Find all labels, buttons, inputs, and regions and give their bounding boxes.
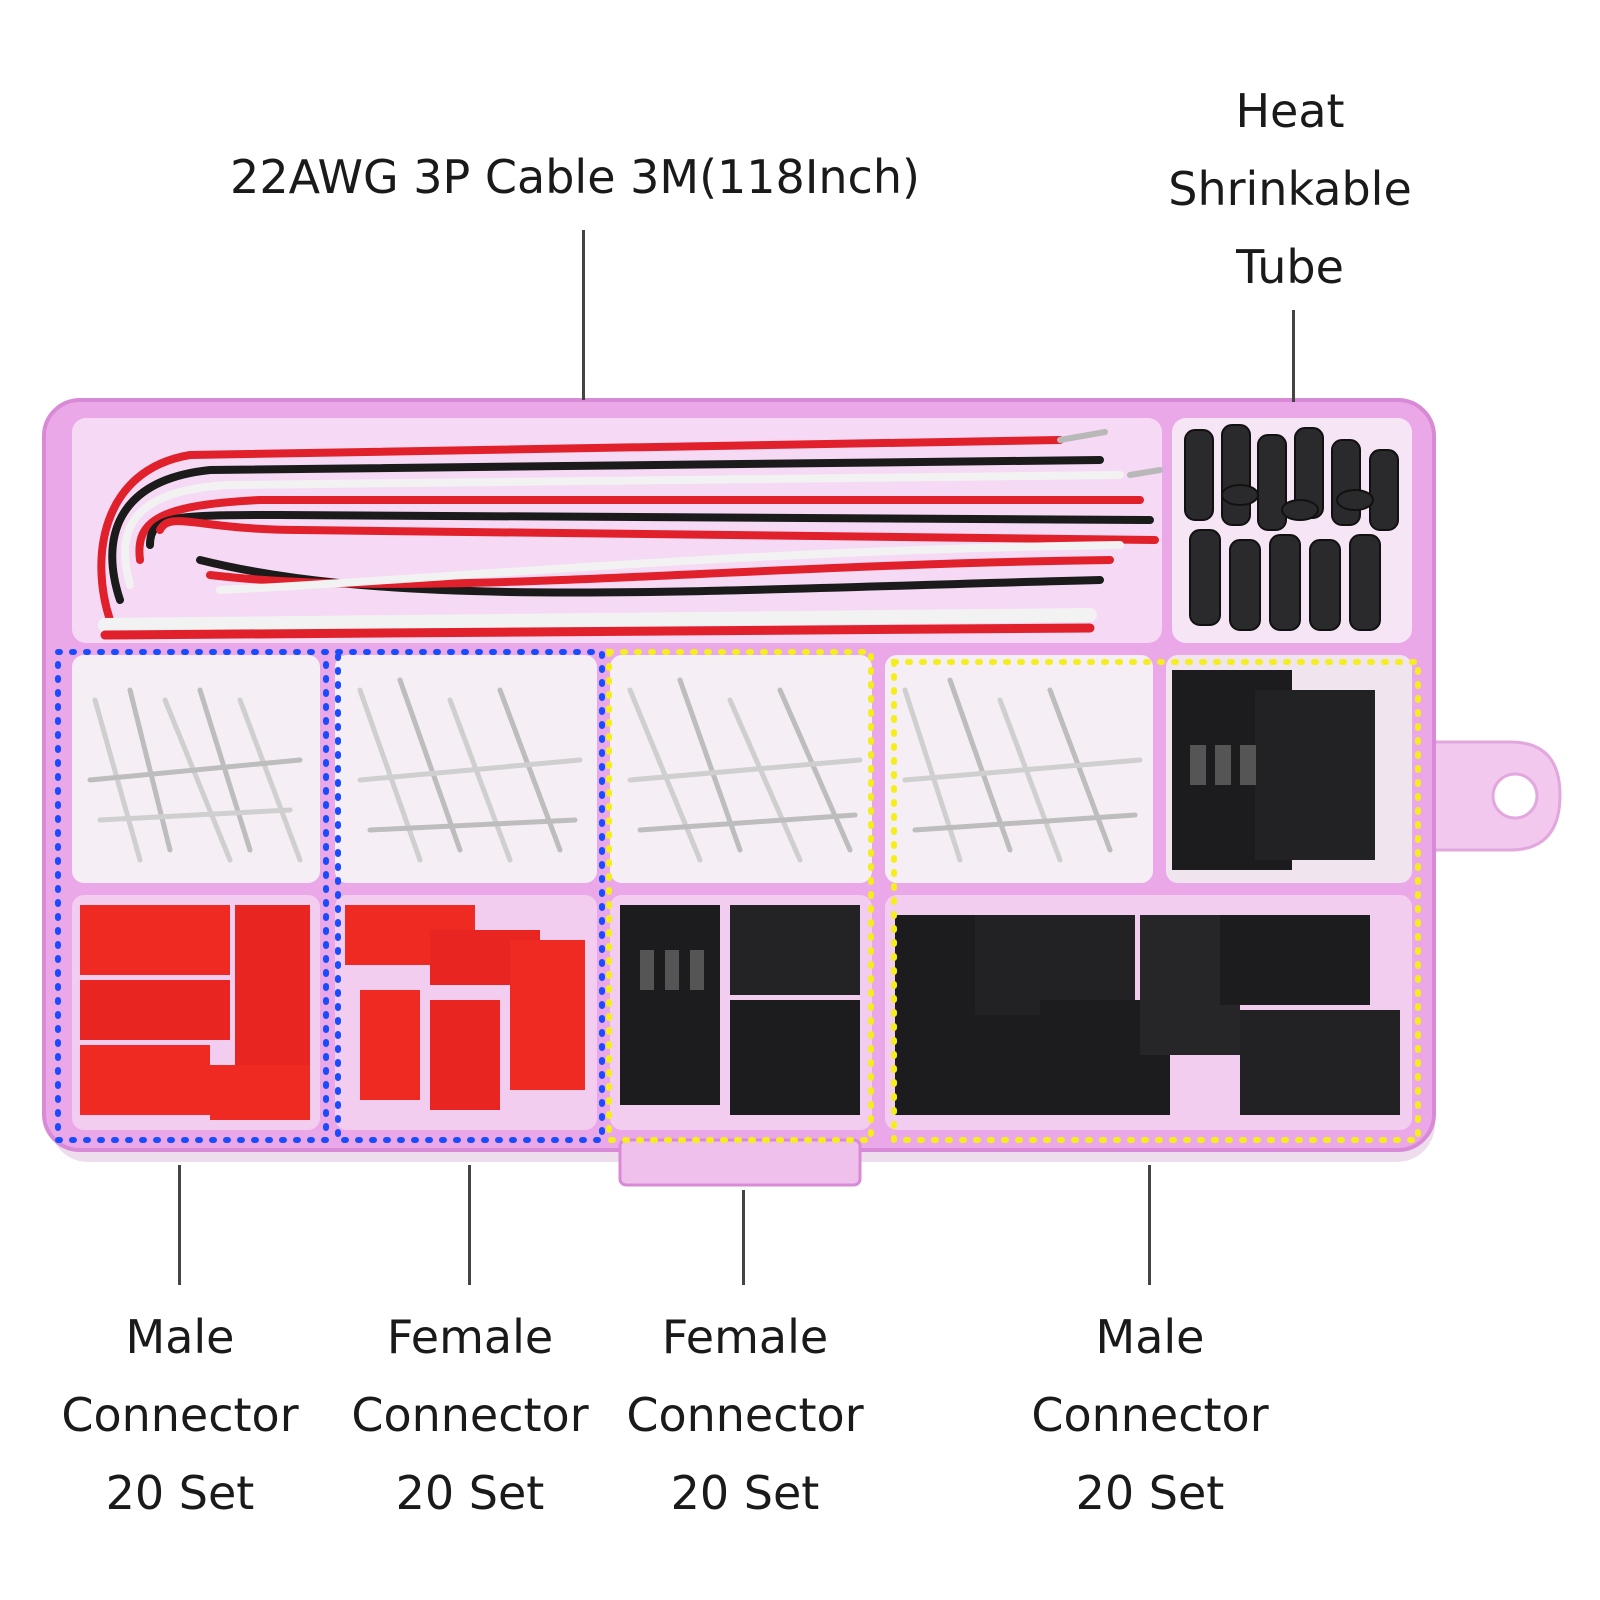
label-male-left-line-1: Male [125,1310,235,1364]
hang-hole [1491,772,1539,820]
compartment-black-housings-small [1166,655,1412,883]
label-female-right: Female Connector 20 Set [605,1298,885,1532]
leader-line-female-right [742,1190,745,1285]
leader-line-male-right [1148,1165,1151,1285]
label-tube-line-3: Tube [1236,240,1344,294]
leader-line-cable [582,230,585,400]
label-female-left-line-3: 20 Set [395,1466,545,1520]
label-male-right-line-3: 20 Set [1075,1466,1225,1520]
label-female-right-line-1: Female [661,1310,829,1364]
label-tube-line-1: Heat [1235,84,1345,138]
label-male-left-line-2: Connector [61,1388,299,1442]
label-male-left-line-3: 20 Set [105,1466,255,1520]
leader-line-tube [1292,310,1295,402]
label-female-left-line-1: Female [386,1310,554,1364]
box-hang-tab [1418,740,1562,852]
label-female-left-line-2: Connector [351,1388,589,1442]
label-male-right-line-1: Male [1095,1310,1205,1364]
compartment-red-female-housings [335,895,597,1130]
label-female-left: Female Connector 20 Set [330,1298,610,1532]
label-tube: Heat Shrinkable Tube [1140,72,1440,306]
compartment-black-male-housings [885,895,1412,1130]
label-cable: 22AWG 3P Cable 3M(118Inch) [230,150,920,204]
label-tube-line-2: Shrinkable [1168,162,1412,216]
box-latch [618,1138,862,1187]
label-male-right: Male Connector 20 Set [1010,1298,1290,1532]
leader-line-male-left [178,1165,181,1285]
label-male-right-line-2: Connector [1031,1388,1269,1442]
yellow-dotted-outlines [606,649,1421,1143]
heat-shrink-tubes [1184,424,1399,631]
metal-terminals [87,677,1143,863]
label-female-right-line-2: Connector [626,1388,864,1442]
cable-bundle [97,429,1163,640]
label-female-right-line-3: 20 Set [670,1466,820,1520]
leader-line-female-left [468,1165,471,1285]
compartment-red-male-housings [72,895,320,1130]
label-male-left: Male Connector 20 Set [40,1298,320,1532]
blue-dotted-outlines [55,649,605,1143]
compartment-black-female-housings [610,895,872,1130]
